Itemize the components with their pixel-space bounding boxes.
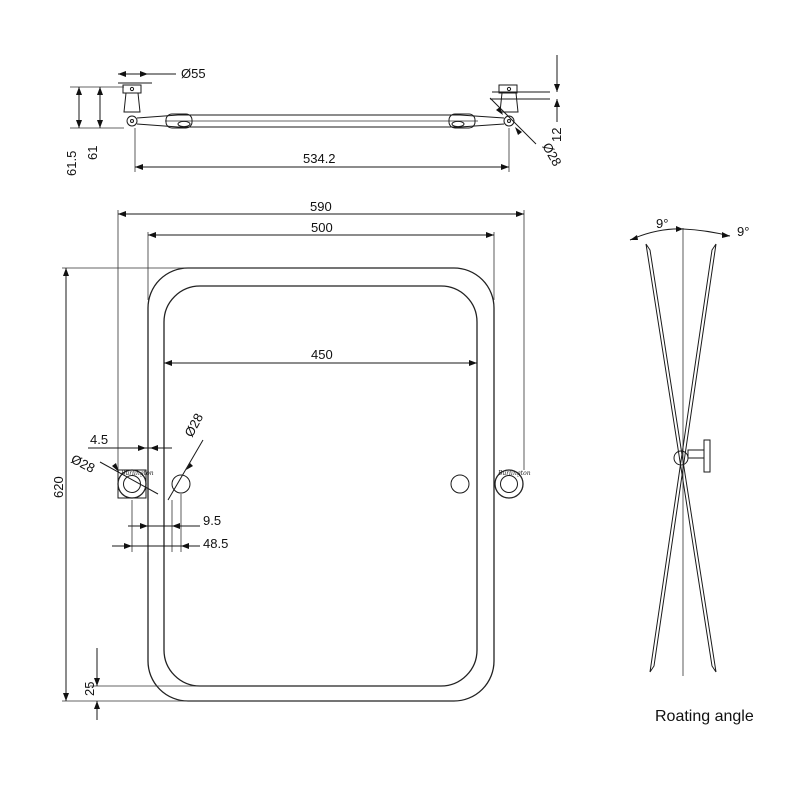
hole-offset-label: 9.5 (203, 513, 221, 528)
mirror-tilt-left (645, 243, 717, 673)
pivot-dia-label: Ø28 (539, 140, 564, 169)
hole-dia-label: Ø28 (181, 411, 206, 440)
edge-offset-label: 4.5 (90, 432, 108, 447)
dim-edge-offset: 4.5 (88, 432, 172, 451)
angle-right-label: 9° (737, 224, 749, 239)
mirror-frame-outer (147, 267, 495, 702)
side-bracket (673, 439, 711, 473)
dim-glass-width: 450 (164, 347, 477, 366)
dim-hole-center: 48.5 (112, 500, 228, 552)
dim-bracket-offset: 12 (549, 55, 564, 142)
logo-right: Burlington (497, 470, 531, 477)
dim-hole-diameter: Ø28 (167, 411, 206, 501)
dim-span: 534.2 (134, 128, 510, 172)
fixing-hole-left (171, 474, 191, 494)
bracket-offset-label: 12 (549, 128, 564, 142)
right-wall-bracket (490, 84, 550, 127)
mirror-top-profile (136, 113, 505, 129)
hole-center-label: 48.5 (203, 536, 228, 551)
right-bracket-front: Burlington (494, 469, 531, 499)
dim-heights: 61.5 61 (64, 86, 124, 176)
height-outer-label: 61.5 (64, 151, 79, 176)
height-inner-label: 61 (85, 146, 100, 160)
dim-bottom-gap: 25 (82, 648, 210, 720)
bottom-gap-label: 25 (82, 682, 97, 696)
mirror-frame-inner (163, 285, 478, 687)
overall-height-label: 620 (51, 476, 66, 498)
left-wall-bracket (118, 82, 152, 127)
frame-width-label: 500 (311, 220, 333, 235)
dim-flange-diameter: Ø55 (118, 66, 206, 81)
dim-overall-width: 590 (117, 199, 525, 470)
logo-left: Burlington (120, 470, 154, 477)
left-bracket-front: Burlington (117, 469, 154, 499)
top-view: Ø55 61.5 61 534.2 (64, 55, 565, 176)
rotation-caption: Roating angle (655, 708, 754, 725)
glass-width-label: 450 (311, 347, 333, 362)
dim-overall-height: 620 (51, 267, 320, 702)
angle-left-label: 9° (656, 216, 668, 231)
flange-dia-label: Ø55 (181, 66, 206, 81)
bracket-dia-label: Ø28 (69, 451, 98, 476)
dim-frame-width: 500 (147, 220, 495, 300)
mirror-tilt-right (649, 243, 717, 673)
angle-indicators: 9° 9° (629, 216, 749, 241)
overall-width-label: 590 (310, 199, 332, 214)
side-view: 9° 9° Roating angle (629, 216, 754, 725)
front-view: Burlington Burlington 590 500 (51, 199, 531, 720)
fixing-hole-right (450, 474, 470, 494)
span-label: 534.2 (303, 151, 336, 166)
dim-hole-offset: 9.5 (128, 494, 221, 552)
